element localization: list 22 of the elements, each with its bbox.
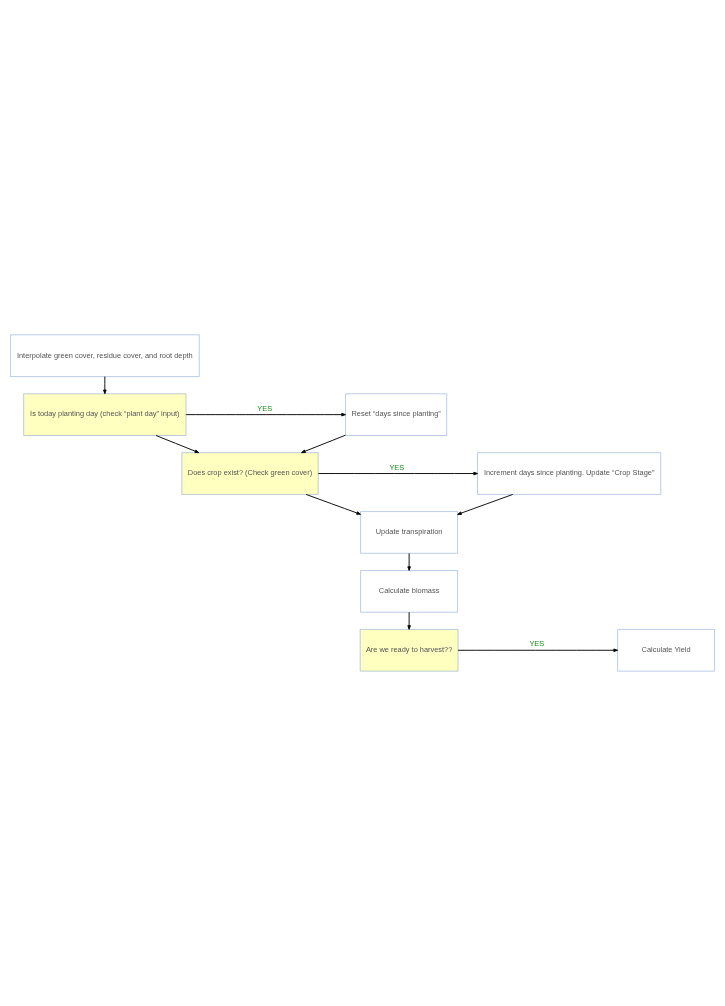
edge-label: YES: [257, 403, 273, 413]
arrow: [155, 435, 200, 454]
node-box: Calculate Yield: [617, 629, 715, 672]
arrow: [407, 552, 411, 571]
arrow: [407, 611, 411, 630]
arrow: [317, 471, 478, 476]
node-box: Interpolate green cover, residue cover, and root depth: [10, 334, 200, 377]
arrow: [457, 494, 514, 515]
arrow: [103, 376, 107, 395]
node-box: Update transpiration: [360, 511, 458, 554]
node-box: Is today planting day (check “plant day” input): [23, 393, 187, 436]
node-box: Calculate biomass: [360, 570, 458, 613]
edge-label: YES: [389, 462, 405, 472]
node-box: Increment days since planting. Update “Crop Stage”: [477, 452, 661, 495]
arrow: [457, 648, 618, 653]
node-box: Are we ready to harvest??: [359, 629, 459, 672]
arrow: [185, 412, 346, 417]
node-box: Does crop exist? (Check green cover): [181, 452, 319, 495]
arrow: [305, 494, 361, 515]
node-box: Reset “days since planting”: [345, 393, 447, 436]
edge-label: YES: [529, 639, 545, 649]
arrow: [301, 434, 346, 454]
